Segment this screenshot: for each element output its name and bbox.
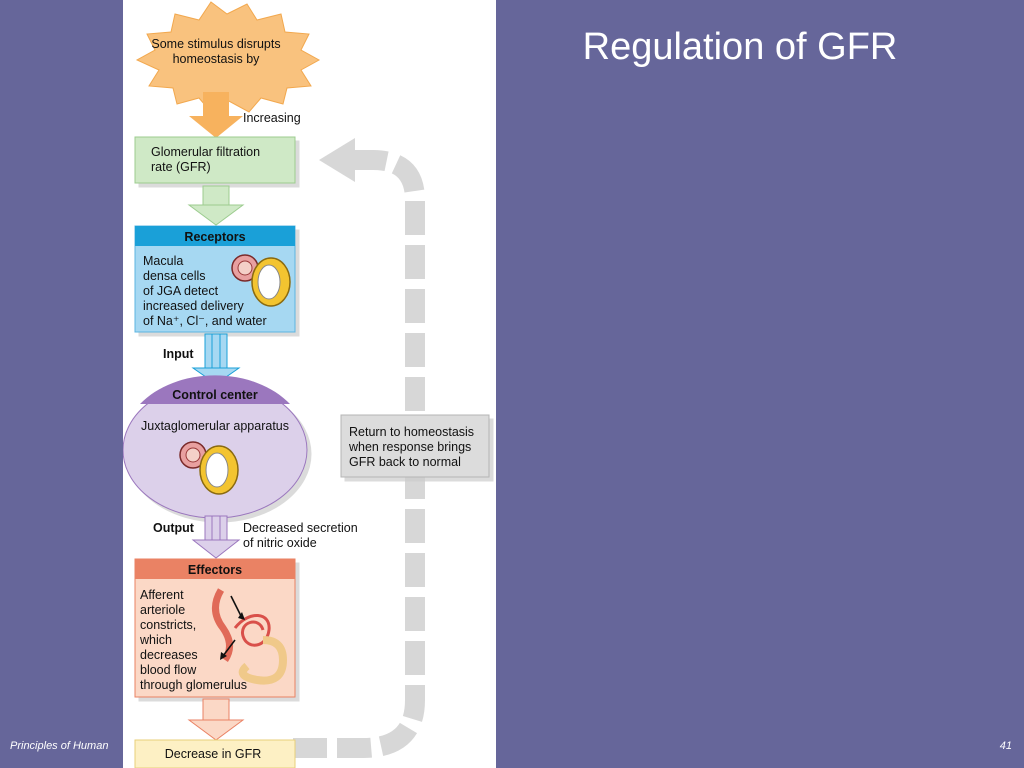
receptors-line: of Na⁺, Cl⁻, and water [143, 314, 267, 328]
arrow-effectors-to-result [187, 698, 245, 741]
stimulus-text-line1: Some stimulus disrupts [151, 37, 280, 51]
result-box: Decrease in GFR [134, 739, 296, 768]
receptors-box: Receptors Macula densa cells of JGA dete… [134, 225, 296, 333]
arteriole-illustration [212, 588, 288, 685]
return-text-line3: GFR back to normal [349, 455, 461, 469]
result-text: Decrease in GFR [165, 747, 262, 761]
arrow-gfr-to-receptors [187, 185, 245, 226]
return-text-line2: when response brings [348, 440, 471, 454]
return-to-homeostasis-box: Return to homeostasis when response brin… [340, 414, 490, 478]
feedback-diagram-svg: Some stimulus disrupts homeostasis by In… [123, 1, 490, 768]
effectors-line: blood flow [140, 663, 197, 677]
jga-cell-illustration [179, 441, 239, 495]
receptors-header-bar [135, 226, 295, 246]
receptors-header: Receptors [184, 230, 245, 244]
arrow-control-to-effectors [191, 515, 241, 559]
receptors-line: of JGA detect [143, 284, 219, 298]
effectors-line: Afferent [140, 588, 184, 602]
output-label: Output [153, 521, 195, 535]
gfr-box: Glomerular filtration rate (GFR) [134, 136, 296, 184]
slide-title: Regulation of GFR [582, 26, 898, 68]
effectors-line: arteriole [140, 603, 185, 617]
effectors-line: through glomerulus [140, 678, 247, 692]
gfr-text-line1: Glomerular filtration [151, 145, 260, 159]
stimulus-text-line2: homeostasis by [173, 52, 261, 66]
control-center: Control center Juxtaglomerular apparatus [123, 375, 308, 519]
effectors-header: Effectors [188, 563, 242, 577]
arrow-stimulus-to-gfr [189, 92, 243, 138]
output-desc-line1: Decreased secretion [243, 521, 358, 535]
jga-cell-illustration [231, 254, 291, 307]
footer-course-title: Principles of Human [10, 740, 109, 752]
control-center-header: Control center [172, 388, 258, 402]
feedback-loop-figure: Some stimulus disrupts homeostasis by In… [123, 0, 496, 768]
increasing-label: Increasing [243, 111, 301, 125]
input-label: Input [163, 347, 194, 361]
effectors-line: constricts, [140, 618, 196, 632]
slide-page-number: 41 [999, 740, 1012, 752]
stimulus-burst: Some stimulus disrupts homeostasis by [135, 1, 321, 113]
receptors-line: increased delivery [143, 299, 244, 313]
return-loop-arrow [293, 138, 425, 758]
return-text-line1: Return to homeostasis [349, 425, 474, 439]
effectors-box: Effectors Afferent arteriole constricts,… [134, 558, 296, 698]
effectors-header-bar [135, 559, 295, 579]
receptors-line: Macula [143, 254, 183, 268]
gfr-text-line2: rate (GFR) [151, 160, 211, 174]
output-desc-line2: of nitric oxide [243, 536, 317, 550]
effectors-line: decreases [140, 648, 198, 662]
control-center-body: Juxtaglomerular apparatus [141, 419, 289, 433]
effectors-line: which [139, 633, 172, 647]
receptors-line: densa cells [143, 269, 206, 283]
